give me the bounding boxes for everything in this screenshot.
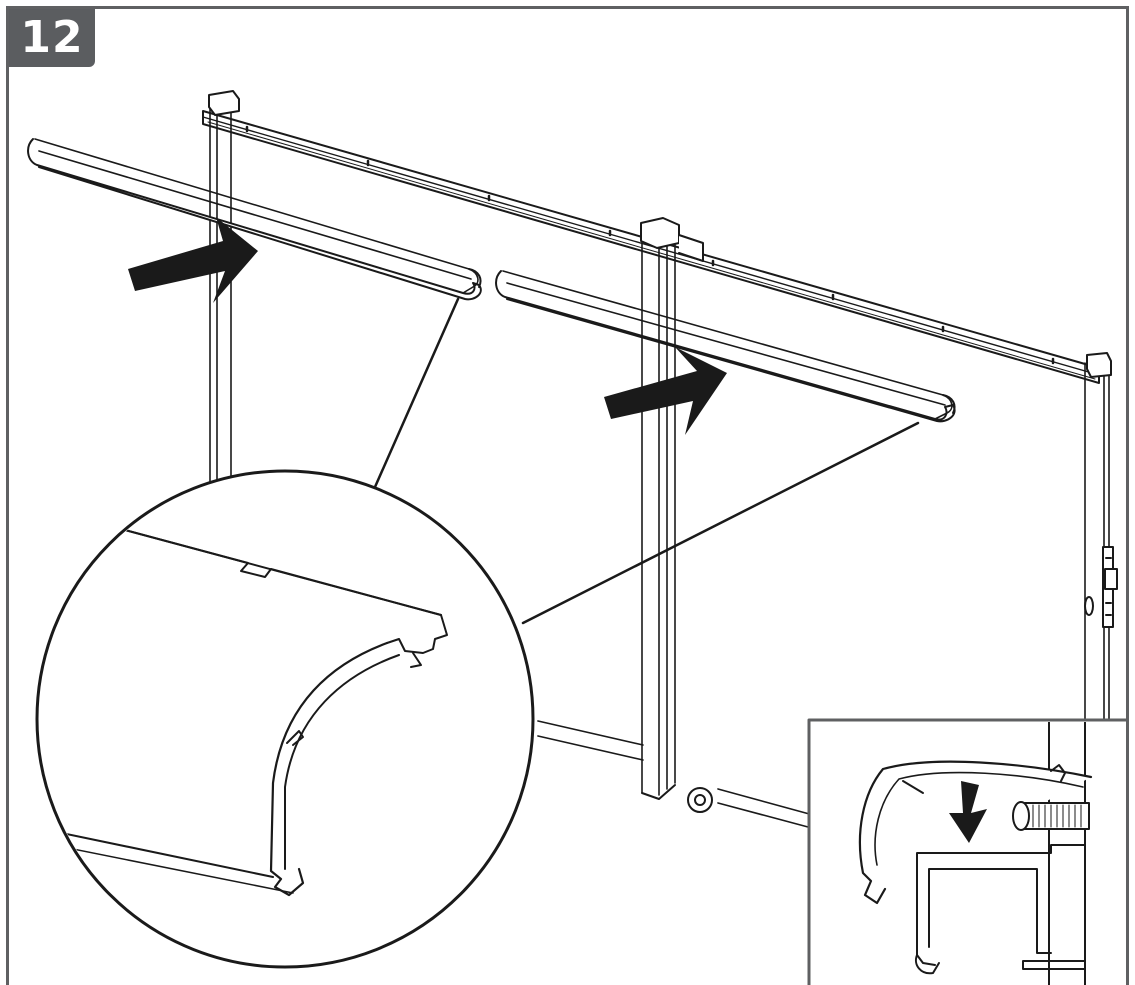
- middle-post-cap: [640, 217, 680, 249]
- zoom-detail-circle: [35, 469, 535, 969]
- cross-section-inset: [807, 718, 1126, 985]
- instruction-frame: 12: [6, 6, 1129, 985]
- left-post-cap: [208, 90, 240, 116]
- press-down-arrow-icon: [949, 781, 987, 843]
- wheel: [687, 787, 713, 813]
- middle-post: [641, 230, 676, 796]
- cover-profile-right: [495, 270, 956, 423]
- screen-frame: [202, 90, 1118, 985]
- push-in-arrow-icon-right: [604, 347, 727, 435]
- top-rail: [202, 110, 1100, 384]
- bottom-rail-right: [717, 788, 814, 828]
- assembly-illustration: [27, 90, 1126, 985]
- leader-line-right: [521, 421, 920, 625]
- push-in-arrow-icon-left: [128, 217, 258, 303]
- left-post: [209, 100, 232, 494]
- right-post-cap: [1086, 352, 1112, 378]
- leader-line-left: [373, 297, 460, 489]
- cover-profile-left: [27, 138, 482, 301]
- step-number-badge: 12: [9, 9, 95, 67]
- bottom-rail-left: [537, 720, 644, 761]
